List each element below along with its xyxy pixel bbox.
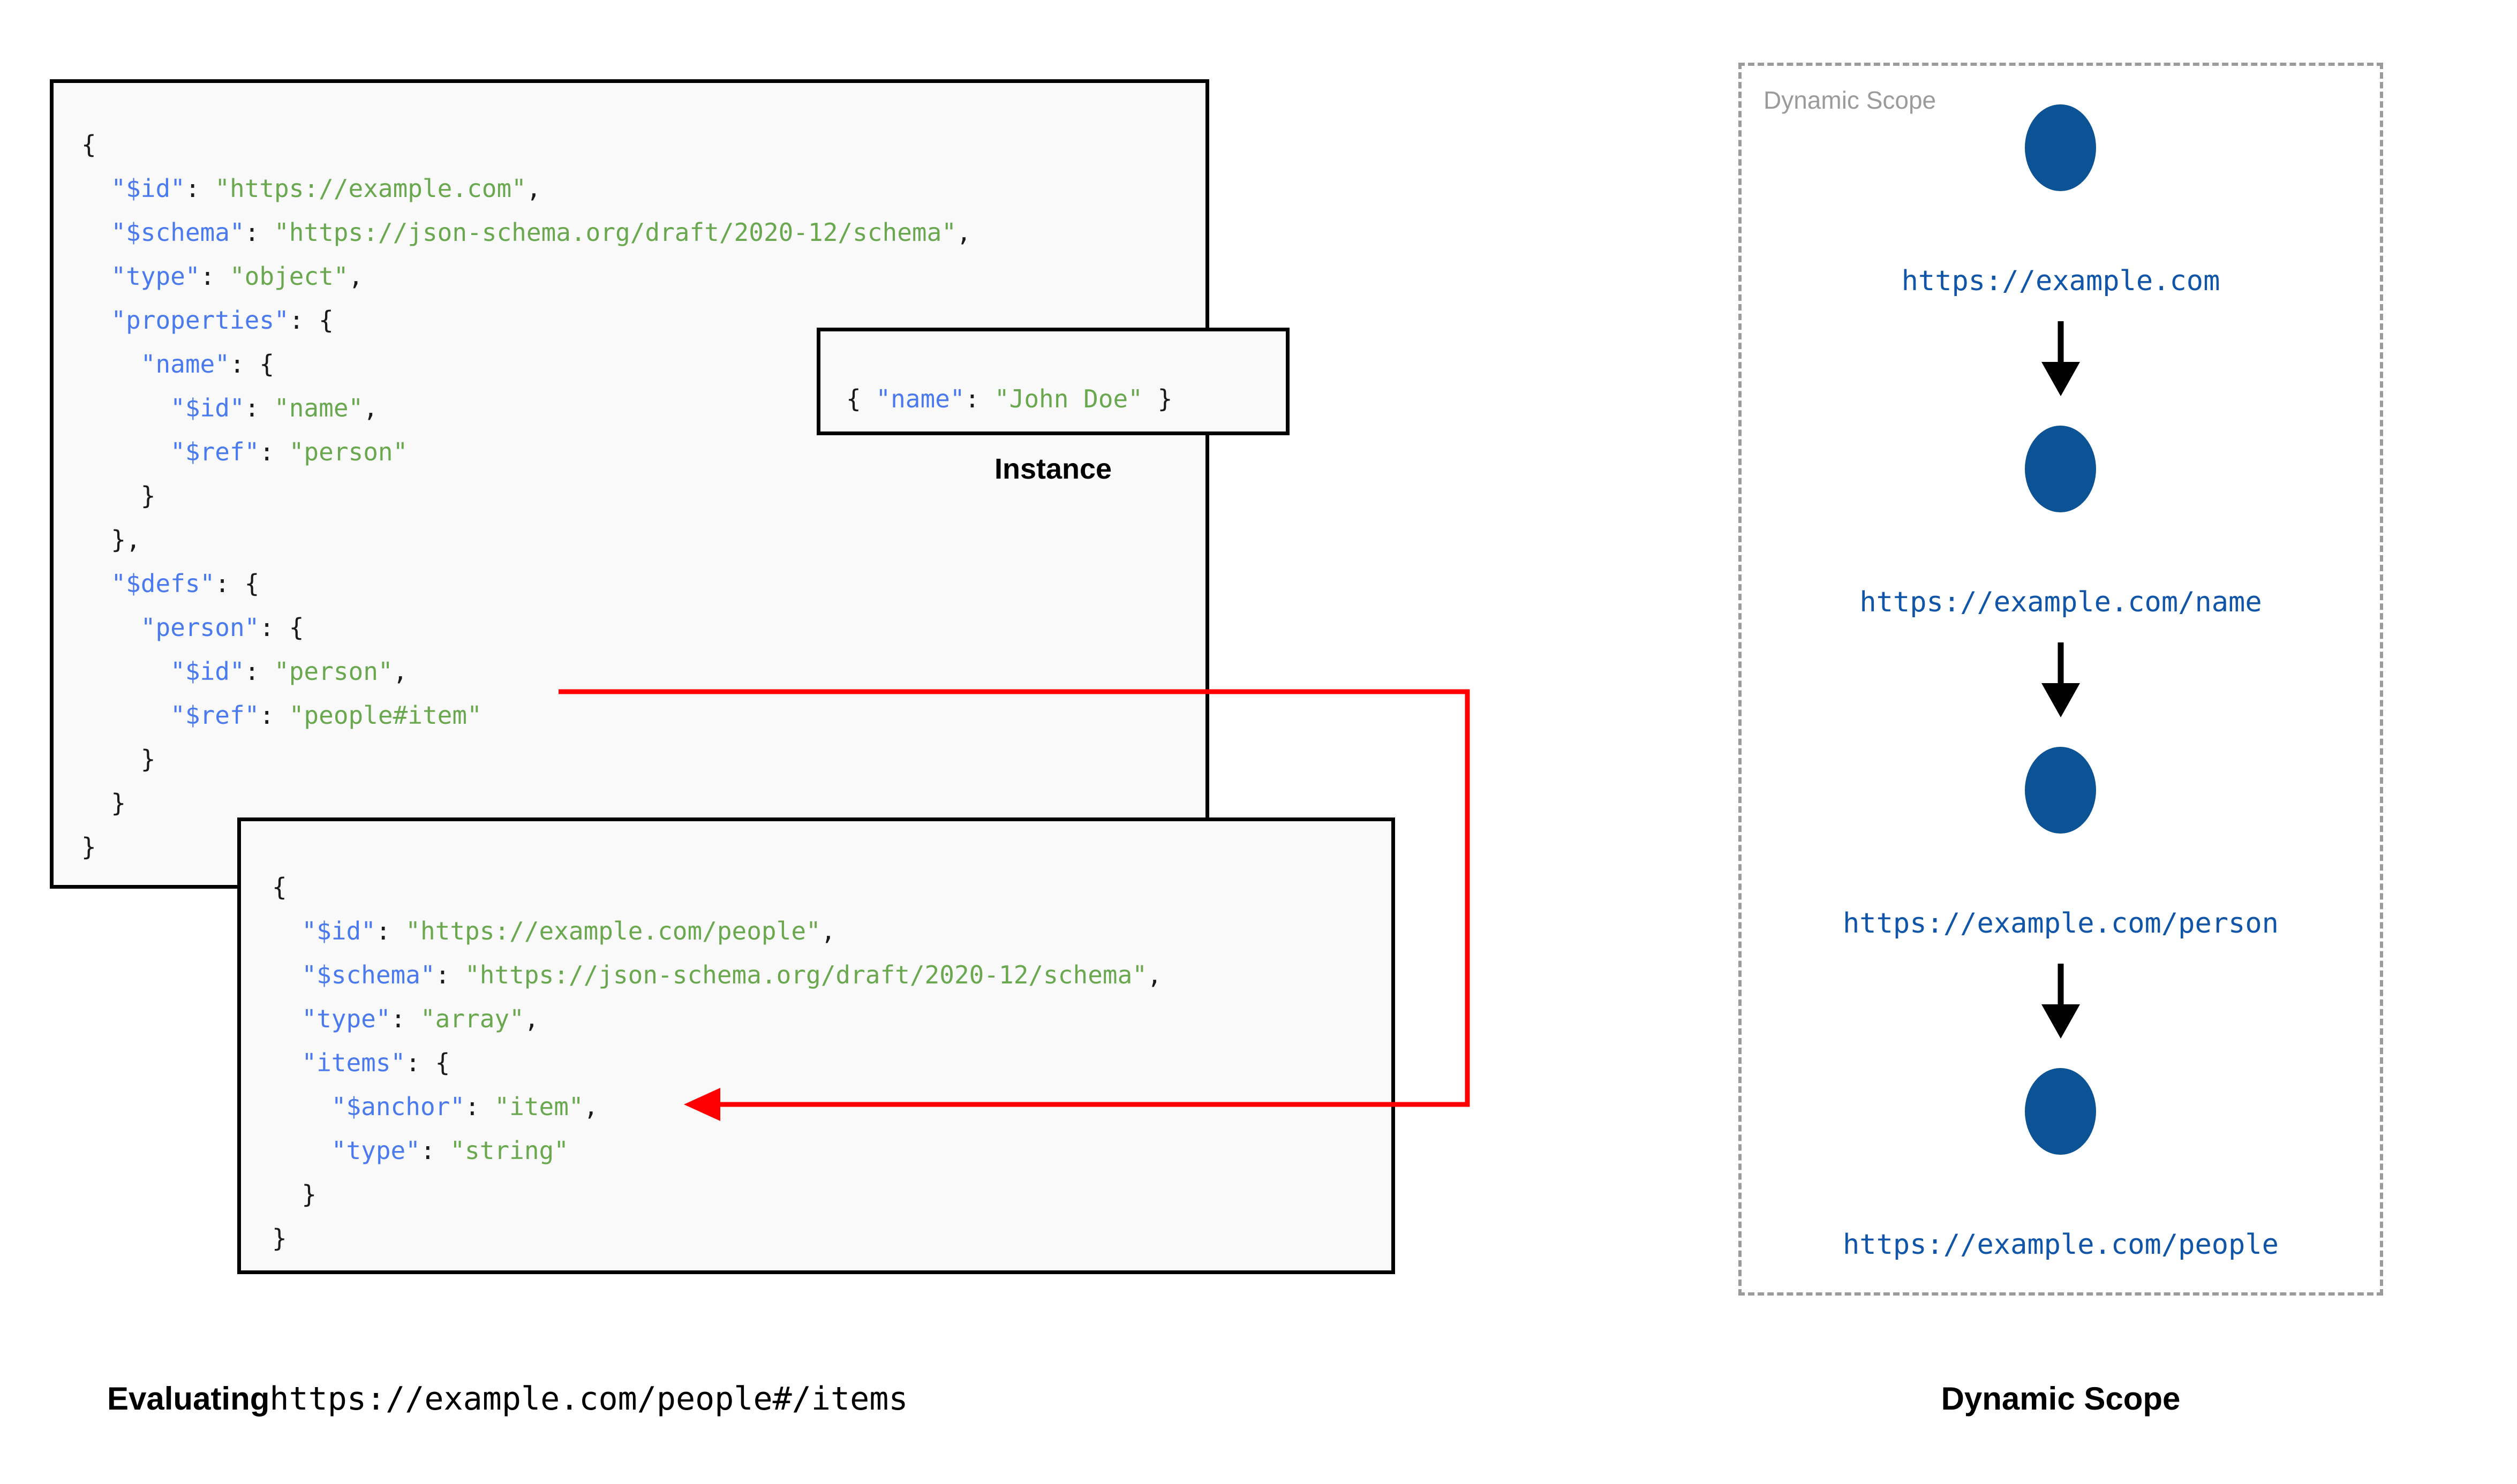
scope-node-label-0: https://example.com [1901,265,2220,297]
scope-node-2 [2025,747,2096,834]
evaluating-caption-label: Evaluating [107,1381,270,1417]
instance-caption: Instance [994,453,1112,485]
evaluating-caption-uri: https://example.com/people#/items [269,1380,908,1418]
scope-node-label-2: https://example.com/person [1843,907,2279,940]
dynamic-scope-caption: Dynamic Scope [1941,1381,2181,1417]
people-schema-code: { "$id": "https://example.com/people", "… [272,873,1162,1253]
root-schema-code: { "$id": "https://example.com", "$schema… [81,130,971,861]
evaluating-caption: Evaluatinghttps://example.com/people#/it… [107,1380,908,1418]
instance-code: { "name": "John Doe" } [846,384,1173,413]
scope-node-1 [2025,426,2096,512]
scope-node-label-3: https://example.com/people [1843,1229,2279,1261]
people-schema-box: { "$id": "https://example.com/people", "… [237,817,1395,1274]
dynamic-scope-inner-label: Dynamic Scope [1764,86,1936,114]
scope-node-3 [2025,1068,2096,1155]
instance-box: { "name": "John Doe" } [817,328,1290,435]
scope-node-0 [2025,104,2096,191]
scope-node-label-1: https://example.com/name [1859,586,2262,618]
dynamic-scope-panel [1738,63,2383,1296]
